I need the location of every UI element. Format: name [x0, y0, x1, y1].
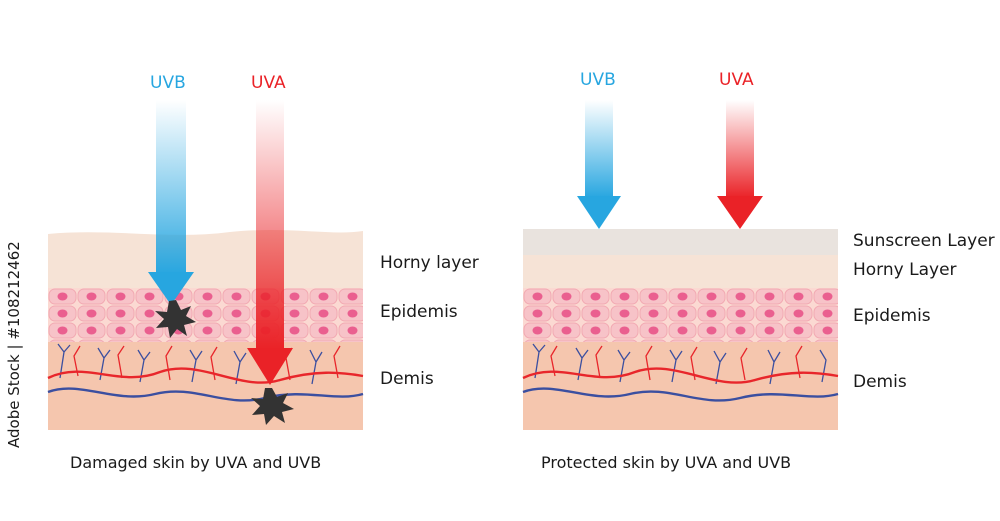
right-uvb-label: UVB	[580, 70, 616, 90]
right-dermis-label: Demis	[853, 372, 907, 392]
left-epidermis-cells	[48, 288, 363, 342]
stock-id-watermark: Adobe Stock | #108212462	[5, 241, 23, 448]
left-horny-layer-label: Horny layer	[380, 253, 479, 273]
left-uva-label: UVA	[251, 73, 286, 93]
left-uva-arrow	[247, 100, 293, 385]
left-dermis-label: Demis	[380, 369, 434, 389]
left-uvb-label: UVB	[150, 73, 186, 93]
left-dermis-layer	[48, 342, 363, 430]
right-epidermis-cells	[523, 288, 838, 342]
epidermis-damage-burst-icon	[155, 300, 196, 338]
left-capillaries	[57, 343, 341, 385]
right-uva-label: UVA	[719, 70, 754, 90]
right-skin-section	[522, 100, 839, 430]
right-horny-layer	[523, 255, 838, 288]
right-artery	[522, 367, 839, 384]
right-epidermis-label: Epidemis	[853, 306, 931, 326]
right-uvb-arrow	[577, 100, 621, 229]
left-artery	[47, 367, 364, 384]
right-dermis-layer	[523, 342, 838, 430]
left-caption: Damaged skin by UVA and UVB	[70, 453, 322, 472]
sunscreen-layer-label: Sunscreen Layer	[853, 231, 995, 251]
right-horny-layer-label: Horny Layer	[853, 260, 957, 280]
left-uvb-arrow	[148, 100, 194, 305]
right-caption: Protected skin by UVA and UVB	[541, 453, 792, 472]
left-epidermis-label: Epidemis	[380, 302, 458, 322]
left-horny-layer	[48, 230, 363, 288]
dermis-damage-burst-icon	[251, 388, 294, 425]
right-uva-arrow	[717, 100, 763, 229]
left-skin-section	[47, 100, 364, 430]
left-vein	[47, 387, 364, 402]
sunscreen-layer-band	[523, 229, 838, 255]
right-vein	[522, 387, 839, 402]
